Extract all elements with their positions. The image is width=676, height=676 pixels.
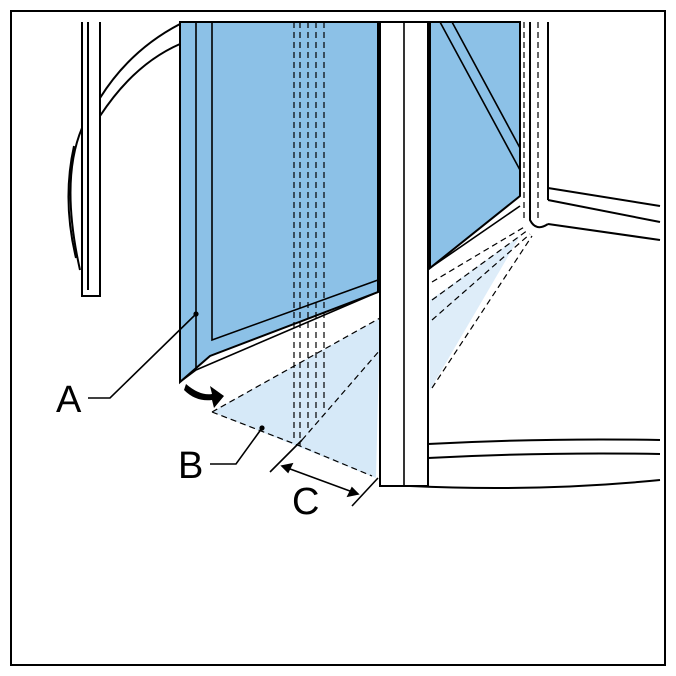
shower-tray xyxy=(409,438,661,489)
callout-c: C xyxy=(292,481,319,523)
fixed-panel xyxy=(379,21,521,487)
callout-a: A xyxy=(56,379,82,421)
leader-lines xyxy=(88,313,263,465)
door-leaf xyxy=(179,21,379,385)
dimension-c xyxy=(269,439,379,507)
swing-area xyxy=(211,225,533,478)
wall-profile-dashed xyxy=(523,22,539,220)
door-open-ghost xyxy=(293,22,325,446)
leader-dot-b xyxy=(259,425,265,431)
leader-dot-a xyxy=(193,311,199,317)
left-curved-panel xyxy=(67,22,181,297)
wall-profile xyxy=(529,22,661,241)
callout-b: B xyxy=(178,445,203,487)
swing-arrow xyxy=(184,384,224,408)
